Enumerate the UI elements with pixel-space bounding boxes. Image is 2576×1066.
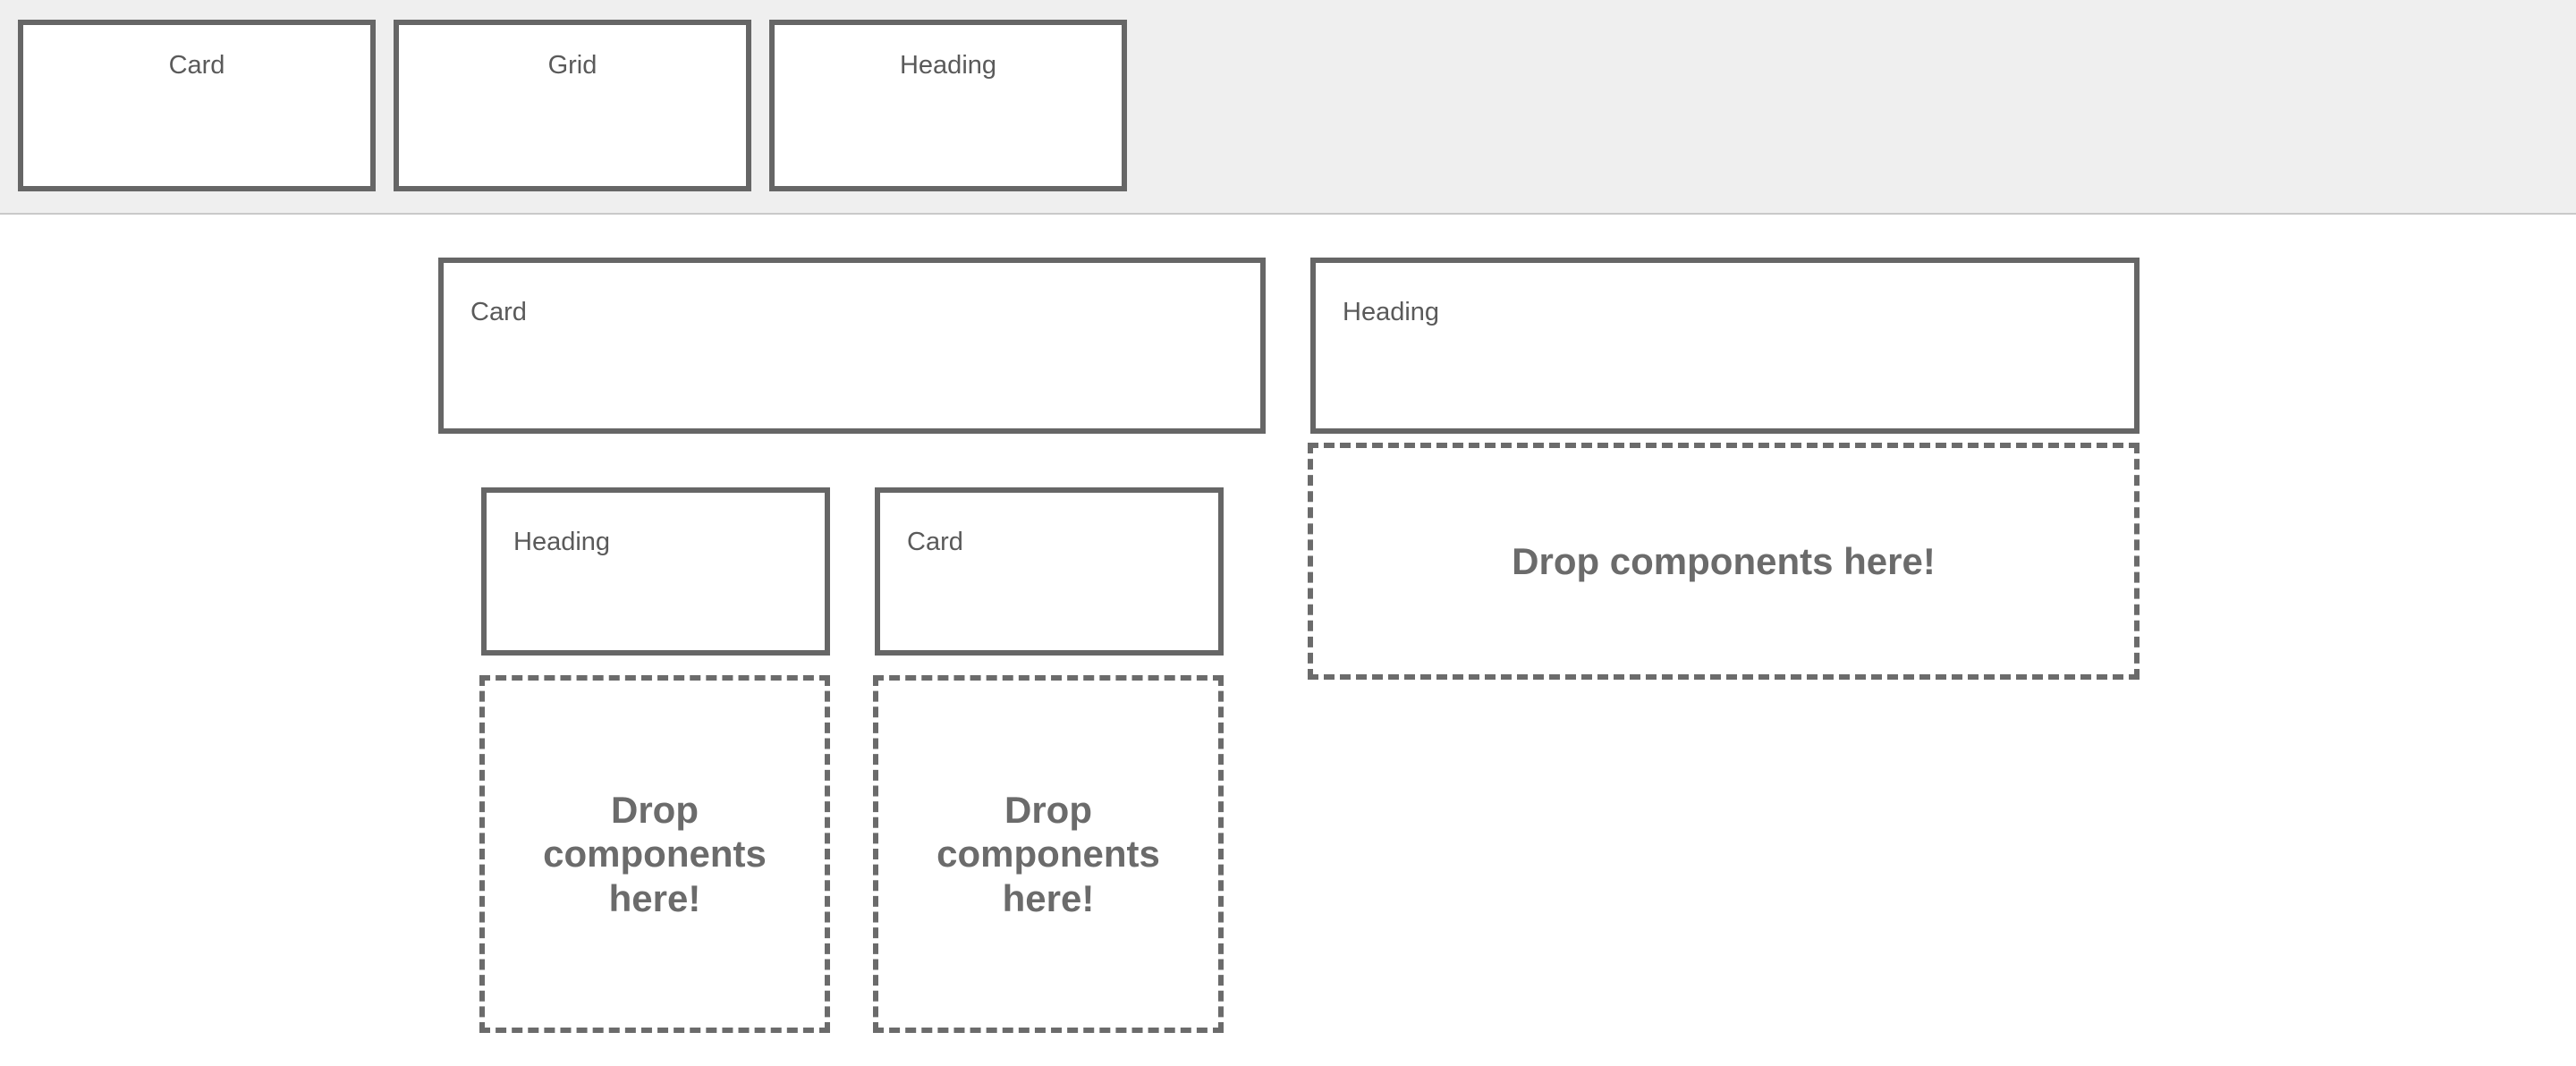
canvas-component-heading-column-a[interactable]: Heading (481, 487, 830, 656)
dropzone-label: Drop components here! (543, 788, 767, 919)
palette-item-heading[interactable]: Heading (769, 20, 1127, 191)
canvas-component-heading[interactable]: Heading (1310, 258, 2140, 434)
component-label: Heading (513, 528, 611, 556)
design-canvas[interactable]: Card Heading Drop components here! Headi… (0, 215, 2576, 1066)
palette-item-label: Card (168, 51, 225, 80)
palette-item-card[interactable]: Card (18, 20, 376, 191)
canvas-component-card-column-b[interactable]: Card (875, 487, 1224, 656)
component-label: Card (470, 298, 527, 326)
dropzone-label: Drop components here! (936, 788, 1160, 919)
component-label: Card (907, 528, 963, 556)
dropzone-label: Drop components here! (1512, 539, 1936, 582)
dropzone-column-a[interactable]: Drop components here! (479, 675, 830, 1033)
palette-item-grid[interactable]: Grid (394, 20, 751, 191)
dropzone-right[interactable]: Drop components here! (1308, 443, 2140, 680)
component-palette: Card Grid Heading (0, 0, 2576, 215)
component-label: Heading (1343, 298, 1440, 326)
canvas-component-card[interactable]: Card (438, 258, 1266, 434)
palette-item-label: Heading (899, 51, 997, 80)
palette-item-label: Grid (547, 51, 597, 80)
dropzone-column-b[interactable]: Drop components here! (873, 675, 1224, 1033)
